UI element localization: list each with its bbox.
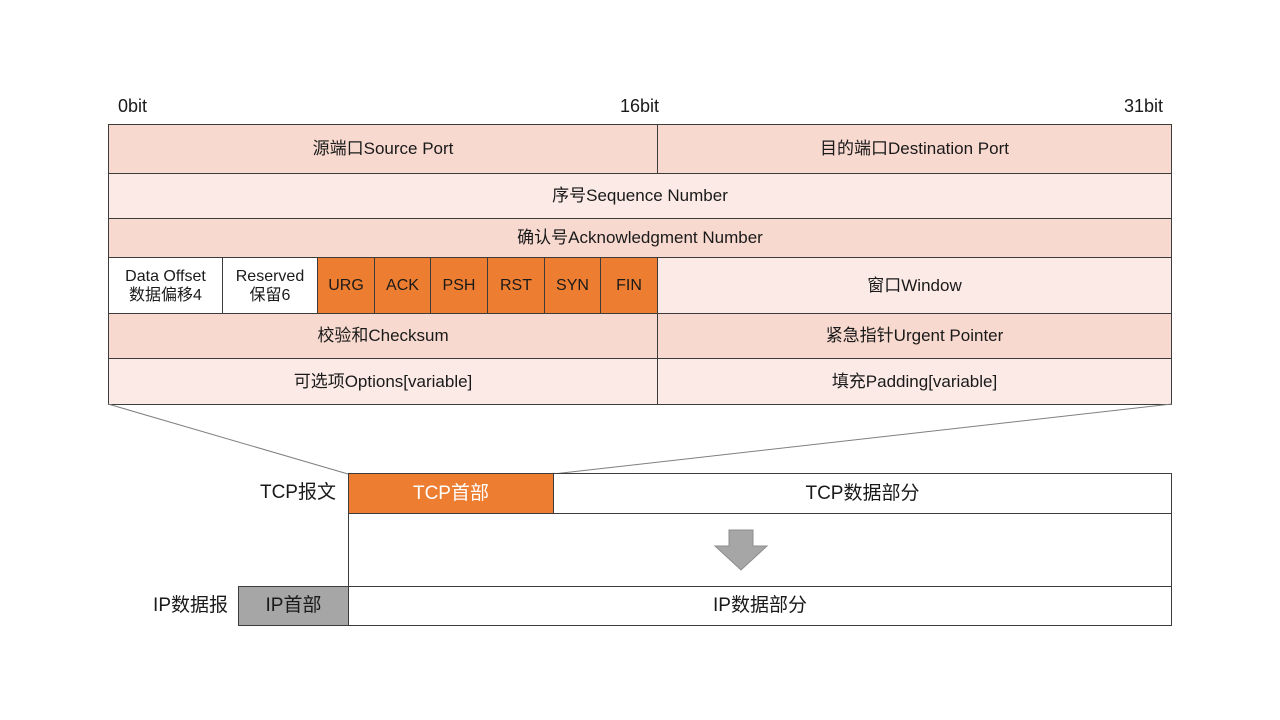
bit-label-0: 0bit xyxy=(118,96,148,116)
connector-line-left xyxy=(107,403,349,475)
ip-data-block: IP数据部分 xyxy=(348,586,1172,626)
urgent-pointer-field: 紧急指针Urgent Pointer xyxy=(657,313,1172,359)
data-offset-sublabel: 数据偏移4 xyxy=(129,286,202,304)
destination-port-field: 目的端口Destination Port xyxy=(657,124,1172,174)
ip-datagram-label: IP数据报 xyxy=(153,595,228,616)
flag-fin: FIN xyxy=(600,257,658,314)
reserved-sublabel: 保留6 xyxy=(249,286,291,304)
flag-rst: RST xyxy=(487,257,545,314)
connector-line-right xyxy=(552,403,1173,475)
tcp-header-block: TCP首部 xyxy=(348,473,554,514)
bit-label-31: 31bit xyxy=(1124,96,1164,116)
encapsulation-frame xyxy=(348,513,1172,587)
tcp-data-block: TCP数据部分 xyxy=(553,473,1172,514)
source-port-field: 源端口Source Port xyxy=(108,124,658,174)
sequence-number-field: 序号Sequence Number xyxy=(108,173,1172,219)
options-field: 可选项Options[variable] xyxy=(108,358,658,405)
flag-ack: ACK xyxy=(374,257,431,314)
tcp-segment-label: TCP报文 xyxy=(259,482,336,503)
flag-urg: URG xyxy=(317,257,375,314)
flag-syn: SYN xyxy=(544,257,601,314)
ip-header-block: IP首部 xyxy=(238,586,349,626)
data-offset-field: Data Offset 数据偏移4 xyxy=(108,257,223,314)
reserved-field: Reserved 保留6 xyxy=(222,257,318,314)
data-offset-label: Data Offset xyxy=(125,267,206,285)
down-arrow-icon xyxy=(714,529,768,571)
ack-number-field: 确认号Acknowledgment Number xyxy=(108,218,1172,258)
padding-field: 填充Padding[variable] xyxy=(657,358,1172,405)
checksum-field: 校验和Checksum xyxy=(108,313,658,359)
bit-label-16: 16bit xyxy=(620,96,660,116)
reserved-label: Reserved xyxy=(235,267,305,285)
